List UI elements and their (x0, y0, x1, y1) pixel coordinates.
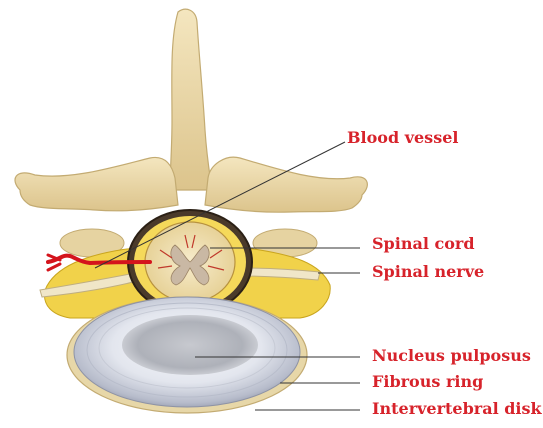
lamina-left (15, 157, 178, 210)
label-spinal-nerve: Spinal nerve (372, 263, 484, 281)
spinous-process (170, 9, 212, 190)
label-fibrous-ring: Fibrous ring (372, 373, 483, 391)
label-spinal-cord: Spinal cord (372, 235, 475, 253)
label-intervertebral-disk: Intervertebral disk (372, 400, 542, 418)
lamina-right (205, 157, 367, 212)
nucleus-pulposus-shape (122, 315, 258, 375)
label-nucleus-pulposus: Nucleus pulposus (372, 347, 531, 365)
label-blood-vessel: Blood vessel (347, 129, 458, 147)
